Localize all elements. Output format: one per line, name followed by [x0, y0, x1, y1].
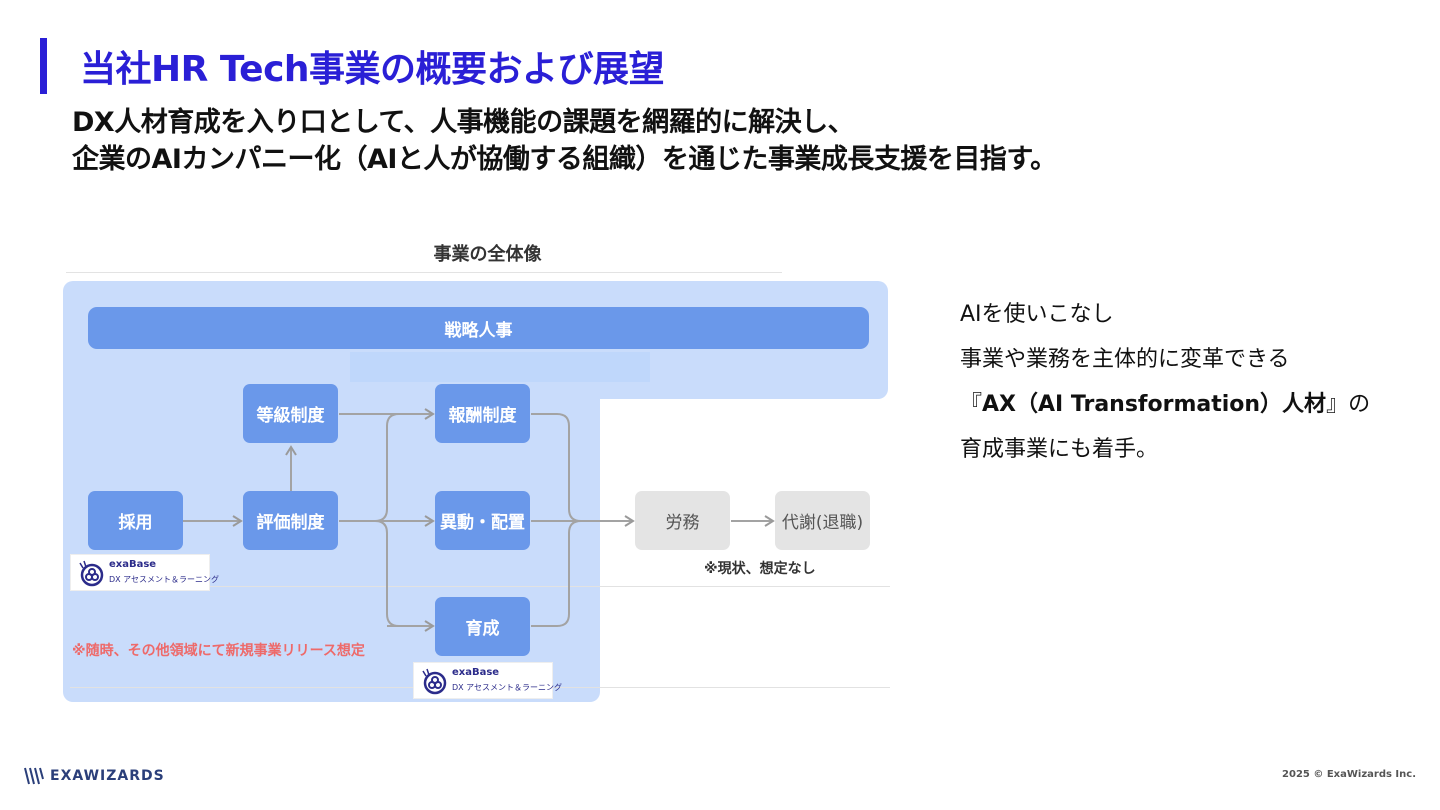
node-transfer-placement: 異動・配置 — [435, 491, 530, 550]
exabase-logo-icon — [422, 668, 447, 695]
exabase-logo-card: exaBase DX アセスメント＆ラーニング — [413, 662, 562, 699]
lead-line-1: DX人材育成を入り口として、人事機能の課題を網羅的に解決し、 — [72, 107, 855, 138]
exabase-logo-name: exaBase — [109, 559, 157, 570]
exawizards-logo-icon — [24, 767, 44, 785]
exabase-logo-card: exaBase DX アセスメント＆ラーニング — [70, 554, 219, 591]
node-compensation-system: 報酬制度 — [435, 384, 530, 443]
node-hiring: 採用 — [88, 491, 183, 550]
side-line-1: AIを使いこなし — [960, 302, 1114, 327]
note-new-business: ※随時、その他領域にて新規事業リリース想定 — [72, 643, 365, 659]
exabase-logo-subtitle: DX アセスメント＆ラーニング — [452, 683, 563, 692]
exabase-logo-icon — [79, 560, 104, 587]
exabase-logo-name: exaBase — [452, 667, 500, 678]
ax-talent-description: AIを使いこなし 事業や業務を主体的に変革できる 『AX（AI Transfor… — [960, 292, 1370, 472]
diagram-title-rule — [66, 272, 782, 273]
diagram-title: 事業の全体像 — [433, 244, 542, 265]
side-line-2: 事業や業務を主体的に変革できる — [960, 347, 1290, 372]
lead-text: DX人材育成を入り口として、人事機能の課題を網羅的に解決し、 企業のAIカンパニ… — [72, 104, 1057, 178]
lead-line-2: 企業のAIカンパニー化（AIと人が協働する組織）を通じた事業成長支援を目指す。 — [72, 144, 1057, 175]
title-accent-bar — [40, 38, 47, 94]
copyright: 2025 © ExaWizards Inc. — [1282, 769, 1416, 780]
node-grade-system: 等級制度 — [243, 384, 338, 443]
page-title: 当社HR Tech事業の概要および展望 — [80, 49, 665, 90]
ax-talent-term: AX（AI Transformation）人材 — [982, 392, 1327, 417]
panel-tint — [350, 352, 650, 382]
side-line-3: 『AX（AI Transformation）人材』の — [960, 382, 1370, 427]
exawizards-logo: EXAWIZARDS — [24, 767, 165, 785]
node-metabolism-retirement: 代謝(退職) — [775, 491, 870, 550]
bracket-open: 『 — [960, 392, 983, 417]
bracket-close: 』の — [1326, 392, 1371, 417]
node-labor: 労務 — [635, 491, 730, 550]
guide-line — [70, 586, 890, 587]
side-line-4: 育成事業にも着手。 — [960, 437, 1159, 462]
note-no-plan: ※現状、想定なし — [704, 561, 816, 577]
exabase-logo-subtitle: DX アセスメント＆ラーニング — [109, 575, 220, 584]
strategy-hr-bar: 戦略人事 — [88, 307, 869, 349]
node-evaluation-system: 評価制度 — [243, 491, 338, 550]
exawizards-wordmark: EXAWIZARDS — [50, 768, 165, 784]
node-development: 育成 — [435, 597, 530, 656]
